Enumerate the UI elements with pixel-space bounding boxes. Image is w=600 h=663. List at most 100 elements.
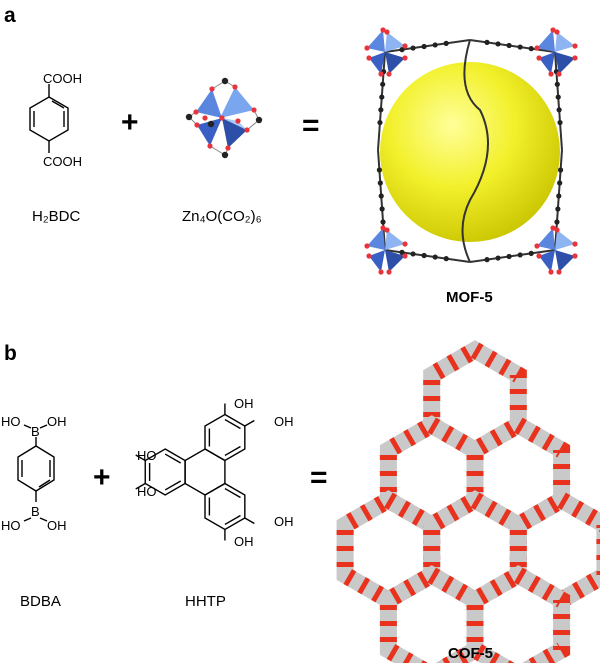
zn-tetrahedron [369, 250, 385, 272]
benzene-ring [204, 482, 246, 531]
zn-tetrahedron [385, 250, 405, 272]
carbon-atom [517, 252, 523, 258]
benzene-ring [184, 448, 226, 496]
carbon-atom [443, 256, 449, 262]
carbon-atom [517, 44, 523, 50]
carbon-atom [380, 81, 386, 87]
carbon-atom [557, 119, 563, 126]
oxygen-atom [548, 71, 554, 77]
hydroxyl-bond [135, 454, 146, 462]
oxygen-atom [550, 225, 556, 231]
linker-chain [384, 39, 471, 53]
carbon-atom [506, 42, 512, 49]
cof-boronate-ester-links [423, 340, 527, 460]
double-bond [224, 445, 241, 457]
oxygen-atom [378, 269, 384, 275]
zn-tetrahedron [555, 230, 575, 250]
carbon-atom [555, 94, 561, 100]
h2bdc-structure: COOH COOH [29, 71, 82, 169]
zn-tetrahedron [385, 52, 405, 74]
carbon-atom [207, 120, 215, 128]
ho-top-left: HO [1, 414, 21, 429]
carbon-atom [495, 255, 501, 261]
linker-chain [377, 51, 386, 151]
oxygen-atom [548, 269, 554, 275]
oxygen-atom [364, 45, 370, 51]
boron-bottom: B [31, 504, 40, 519]
carbon-atom [421, 252, 427, 259]
hydroxyl-bond [244, 517, 255, 525]
zn-tetrahedron [367, 228, 385, 250]
carbon-atom [377, 180, 383, 186]
carbon-atom [556, 107, 562, 113]
benzene-ring [204, 413, 246, 462]
carbon-atom [528, 250, 534, 256]
carbon-atom [378, 193, 384, 199]
zn-tetrahedron [539, 52, 555, 74]
oxygen-atom [536, 55, 542, 61]
linker-chain [461, 39, 489, 263]
mof-5-label: MOF-5 [446, 289, 493, 306]
panel-b-label: b [4, 342, 17, 365]
carbon-atom [421, 43, 427, 50]
carbon-atom [443, 40, 449, 46]
zn-tetrahedron [555, 52, 575, 74]
carbon-atom [495, 41, 501, 47]
oxygen-atom [572, 253, 578, 259]
oh-top-right: OH [47, 414, 67, 429]
carbon-atom [484, 39, 490, 46]
carbon-atom [555, 206, 561, 212]
oh-6: OH [234, 534, 254, 549]
zn-tetrahedron [385, 32, 405, 52]
carbon-atom [221, 77, 229, 85]
carbon-atom [410, 45, 416, 51]
panel-a-label: a [4, 4, 16, 27]
oh-5: OH [274, 514, 294, 529]
cof-boronate-ester-links [466, 565, 571, 663]
oxygen-atom [193, 109, 199, 115]
oxygen-atom [232, 84, 238, 90]
oxygen-atom [384, 29, 390, 35]
oxygen-atom [550, 27, 556, 33]
oxygen-atom [402, 55, 408, 61]
oxygen-atom [554, 227, 560, 233]
oxygen-atom [244, 127, 250, 133]
oh-bottom-right: OH [47, 518, 67, 533]
carbon-atom [379, 206, 385, 212]
hydroxyl-bond [135, 482, 146, 490]
carbon-atom [558, 167, 564, 173]
oxygen-atom [366, 253, 372, 259]
carbon-atom [380, 219, 386, 225]
oxygen-atom [380, 27, 386, 33]
oxygen-atom [572, 43, 578, 49]
zn-tetrahedron [369, 52, 385, 74]
zn-tetrahedron [539, 250, 555, 272]
carbon-atom [255, 116, 263, 124]
oxygen-atom [386, 269, 392, 275]
oxygen-atom [534, 45, 540, 51]
cof-5-label: COF-5 [448, 645, 493, 662]
linker-chain [554, 51, 563, 151]
carbon-atom [185, 113, 193, 121]
oh-1: OH [234, 396, 254, 411]
double-bond [224, 418, 241, 430]
bdba-label: BDBA [20, 593, 61, 610]
zn-tetrahedron [385, 230, 405, 250]
carbon-atom [432, 42, 438, 48]
mof-5-structure-model [364, 27, 578, 275]
ho-bottom-left: HO [1, 518, 21, 533]
oxygen-atom [219, 115, 225, 121]
carbon-atom [484, 257, 490, 263]
oxygen-atom [207, 143, 213, 149]
double-bond [224, 487, 241, 499]
cooh-top-label: COOH [43, 71, 82, 86]
equals-sign-a: = [302, 109, 320, 142]
oxygen-atom [536, 253, 542, 259]
oxygen-atom [534, 243, 540, 249]
carbon-atom [528, 46, 534, 52]
oxygen-atom [194, 122, 200, 128]
zn-tetrahedron [555, 32, 575, 52]
oxygen-atom [366, 55, 372, 61]
carbon-atom [556, 193, 562, 199]
oxygen-atom [202, 115, 208, 121]
